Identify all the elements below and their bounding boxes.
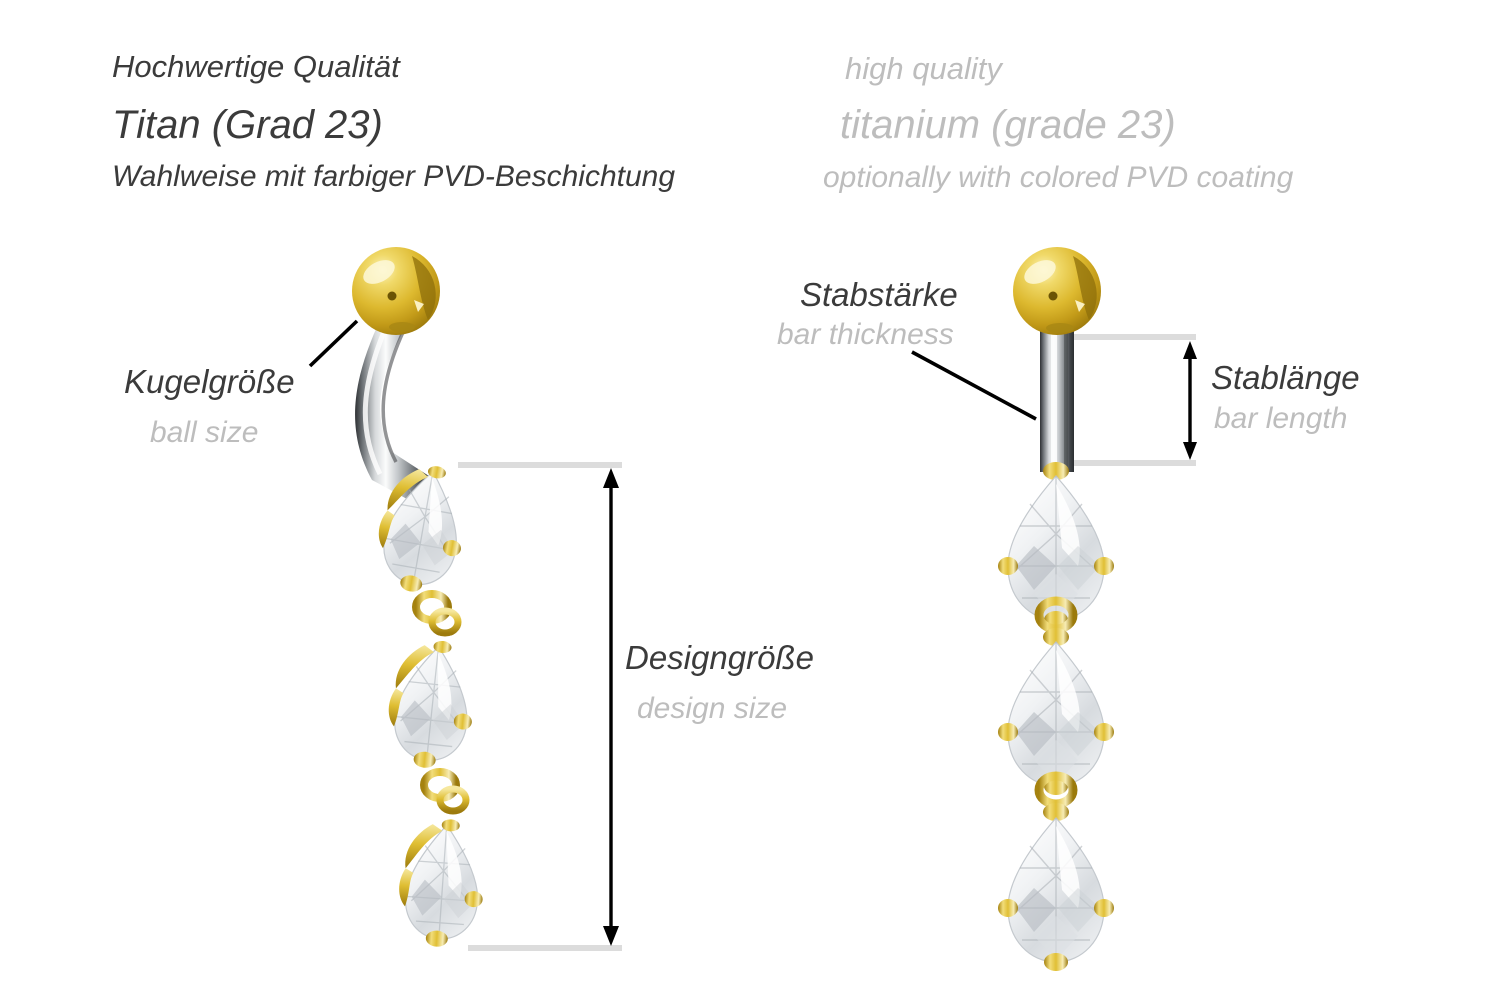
label-bar-length-de: Stablänge	[1211, 359, 1360, 396]
header-german-line2: Titan (Grad 23)	[112, 103, 383, 147]
header-english-line3: optionally with colored PVD coating	[823, 161, 1294, 194]
crystal-right-1	[998, 475, 1114, 629]
label-design-size-en: design size	[637, 692, 788, 725]
dimension-design-size	[458, 462, 622, 951]
product-right	[998, 247, 1114, 971]
label-ball-size-en: ball size	[150, 416, 259, 449]
header-english-line2: titanium (grade 23)	[840, 103, 1176, 147]
label-bar-length-en: bar length	[1214, 402, 1348, 435]
crystal-right-3	[998, 817, 1114, 971]
gold-ball-left	[352, 247, 440, 335]
label-ball-size-de: Kugelgröße	[124, 363, 295, 400]
jump-ring-left-1	[412, 590, 462, 637]
dimension-bar-length	[1072, 334, 1197, 466]
gold-ball-right	[1013, 247, 1101, 335]
crystal-right-2	[998, 641, 1114, 795]
crystal-left-3	[399, 819, 483, 947]
product-left	[352, 247, 483, 947]
header-english-line1: high quality	[845, 51, 1002, 86]
leader-line-ball-size	[308, 319, 359, 368]
label-bar-thickness-en: bar thickness	[777, 318, 954, 351]
header-german-line1: Hochwertige Qualität	[112, 49, 400, 84]
leader-line-bar-thickness	[911, 350, 1037, 421]
jump-ring-left-2	[420, 768, 470, 815]
label-bar-thickness-de: Stabstärke	[800, 276, 958, 313]
crystal-left-2	[388, 640, 472, 768]
crystal-left-1	[378, 466, 461, 592]
header-german-line3: Wahlweise mit farbiger PVD-Beschichtung	[112, 160, 676, 193]
label-design-size-de: Designgröße	[625, 639, 814, 676]
